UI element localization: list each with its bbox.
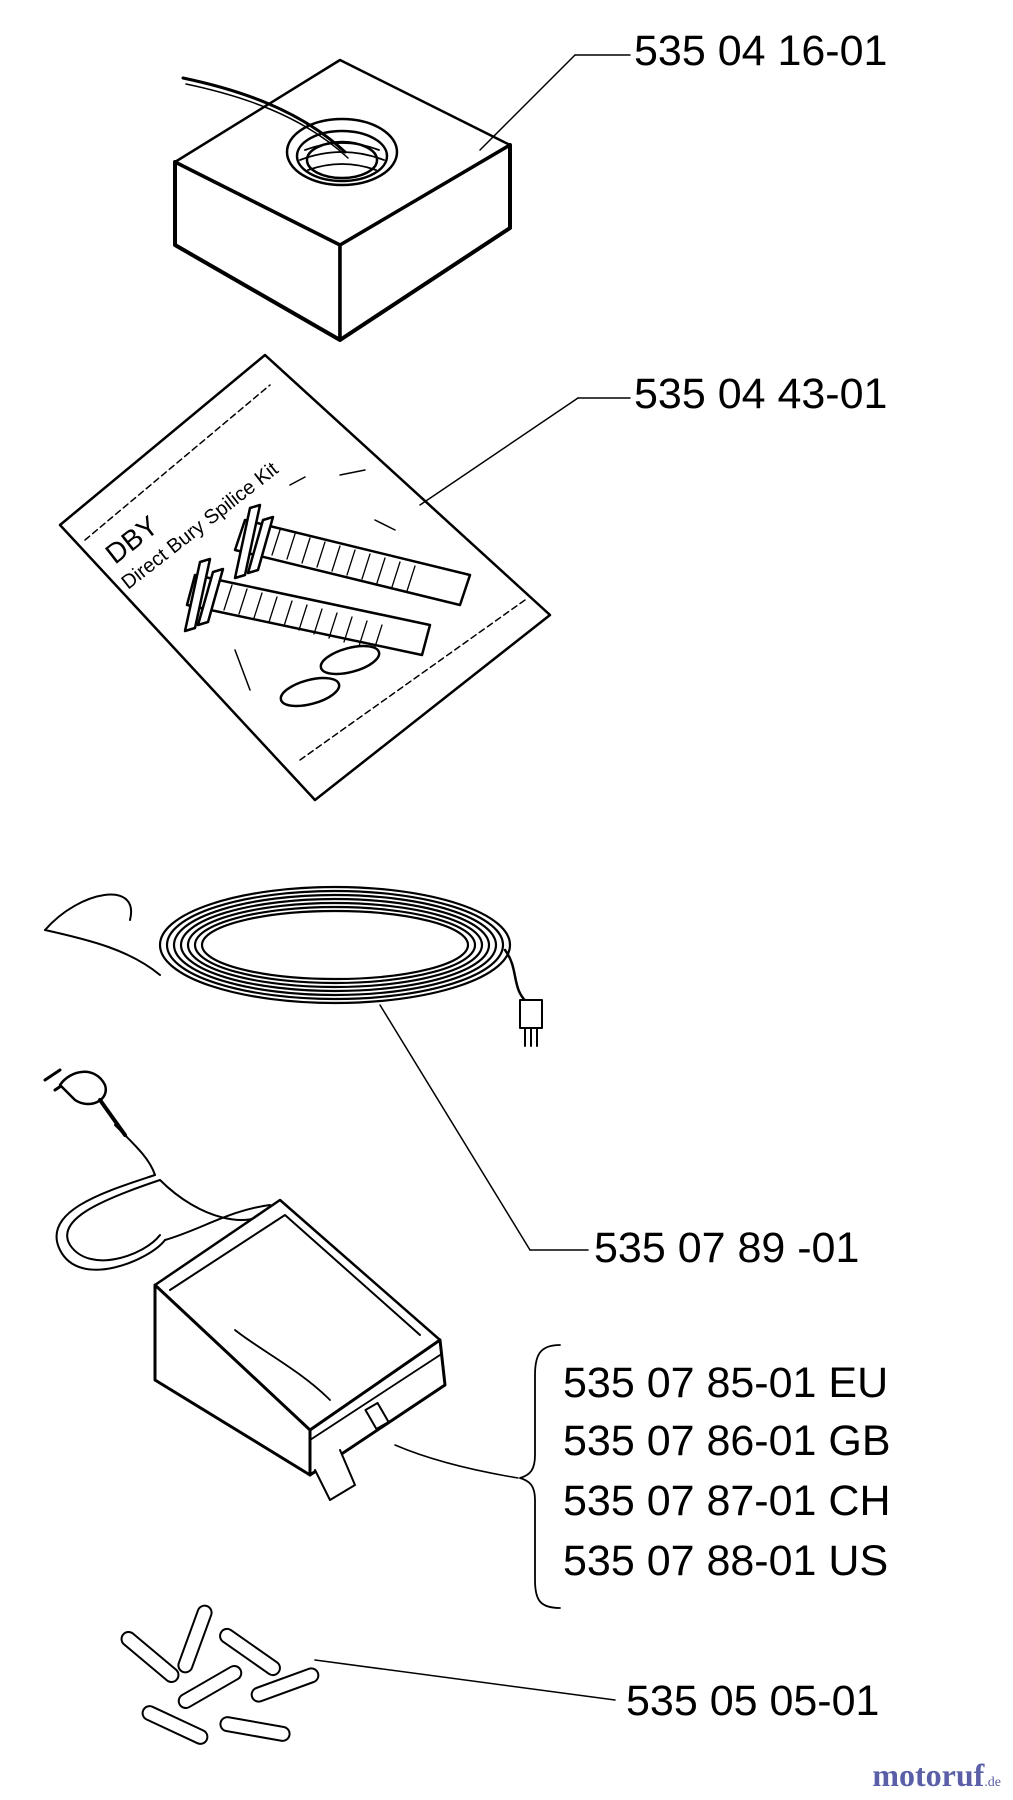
- part-number-splice-kit: 535 04 43-01: [634, 370, 888, 418]
- pegs-icon: [120, 1604, 320, 1745]
- transformer-bracket: [519, 1344, 561, 1609]
- part-number-transformer-eu: 535 07 85-01 EU: [563, 1359, 889, 1407]
- transformer-icon: [43, 1068, 447, 1501]
- leader-line-splice-kit: [419, 397, 579, 506]
- part-number-transformer-gb: 535 07 86-01 GB: [563, 1417, 891, 1465]
- splice-kit-bag-icon: DBY Direct Bury Spilice Kit: [58, 353, 552, 802]
- watermark-logo: motoruf.de: [872, 1757, 1001, 1794]
- leader-line-cable: [379, 1004, 531, 1251]
- cable-coil-icon: [44, 885, 543, 1047]
- part-number-loop-wire: 535 04 16-01: [634, 27, 888, 75]
- part-number-cable: 535 07 89 -01: [594, 1224, 860, 1272]
- watermark-main: motoruf: [872, 1757, 985, 1793]
- leader-line-transformer: [394, 1444, 519, 1479]
- watermark-suffix: .de: [984, 1775, 1001, 1790]
- part-number-transformer-us: 535 07 88-01 US: [563, 1537, 889, 1585]
- boundary-wire-spool-icon: [173, 58, 512, 342]
- leader-line-pegs: [314, 1659, 616, 1701]
- part-number-transformer-ch: 535 07 87-01 CH: [563, 1477, 891, 1525]
- part-number-pegs: 535 05 05-01: [626, 1677, 880, 1725]
- leader-line-wire-spool: [479, 54, 576, 151]
